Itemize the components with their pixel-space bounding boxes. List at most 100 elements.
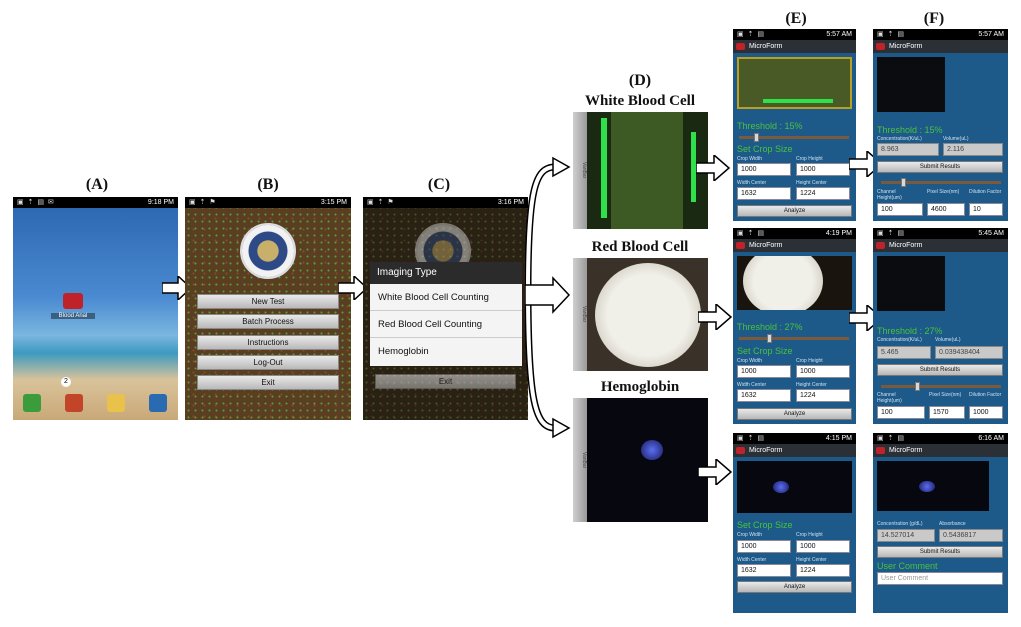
- channel-field[interactable]: 100: [877, 203, 923, 216]
- submit-results-button[interactable]: Submit Results: [877, 161, 1003, 173]
- processed-image: [877, 256, 945, 311]
- slider-knob: [767, 334, 772, 343]
- absorbance-field: 0.5436817: [939, 529, 1003, 542]
- threshold-label: Threshold : 15%: [737, 121, 803, 131]
- width-center-field[interactable]: 1632: [737, 187, 791, 200]
- option-wbc[interactable]: White Blood Cell Counting: [370, 284, 522, 311]
- wbc-crop-image: [737, 57, 852, 109]
- submit-results-button[interactable]: Submit Results: [877, 364, 1003, 376]
- logout-button[interactable]: Log-Out: [197, 355, 339, 370]
- applications-icon[interactable]: [149, 394, 167, 412]
- page-indicator: 2: [61, 377, 71, 387]
- option-rbc[interactable]: Red Blood Cell Counting: [370, 311, 522, 338]
- section-hgb: Hemoglobin: [600, 379, 680, 395]
- status-bar: ▣ ⇡ ▤5:57 AM: [733, 29, 856, 40]
- slider-knob: [901, 178, 906, 187]
- analyze-button[interactable]: Analyze: [737, 581, 852, 593]
- label-d: (D): [628, 72, 652, 89]
- option-hemoglobin[interactable]: Hemoglobin: [378, 346, 429, 357]
- wbc-image: VanBar: [573, 112, 708, 229]
- threshold-slider[interactable]: [739, 133, 849, 142]
- label-e: (E): [785, 10, 807, 27]
- crop-height-label: Crop Height: [796, 532, 823, 538]
- crop-width-label: Crop Width: [737, 532, 763, 538]
- crop-height-field[interactable]: 1000: [796, 365, 850, 378]
- label-b: (B): [257, 176, 279, 193]
- blood-app-icon[interactable]: [63, 293, 83, 309]
- pixel-field[interactable]: 1570: [929, 406, 965, 419]
- exit-button[interactable]: Exit: [375, 374, 516, 389]
- user-comment-title: User Comment: [877, 561, 938, 571]
- dialog-title: Imaging Type: [370, 262, 522, 284]
- app-icon: [736, 242, 745, 249]
- rbc-image: VanBar: [573, 258, 708, 371]
- threshold-slider[interactable]: [881, 178, 1001, 187]
- crop-width-field[interactable]: 1000: [737, 540, 791, 553]
- submit-results-button[interactable]: Submit Results: [877, 546, 1003, 558]
- width-center-field[interactable]: 1632: [737, 389, 791, 402]
- screen-a: ▣ ⇡ ▤ ✉9:18 PM Blood Anal 2: [13, 197, 178, 420]
- analyze-button[interactable]: Analyze: [737, 408, 852, 420]
- crop-height-field[interactable]: 1000: [796, 540, 850, 553]
- width-center-field[interactable]: 1632: [737, 564, 791, 577]
- volume-label: Volume(uL): [935, 337, 961, 343]
- new-test-button[interactable]: New Test: [197, 294, 339, 309]
- crop-width-field[interactable]: 1000: [737, 163, 791, 176]
- hgb-processed-image: [877, 461, 989, 511]
- channel-label: Channel Height(um): [877, 189, 902, 201]
- status-bar: ▣ ⇡ ▤5:57 AM: [873, 29, 1008, 40]
- arrow-right-icon: [696, 155, 730, 181]
- height-center-field[interactable]: 1224: [796, 389, 850, 402]
- app-title: MicroForm: [733, 444, 856, 457]
- threshold-slider[interactable]: [739, 334, 849, 343]
- status-bar: ▣ ⇡ ▤6:16 AM: [873, 433, 1008, 444]
- pixel-field[interactable]: 4600: [927, 203, 965, 216]
- width-center-label: Width Center: [737, 557, 767, 563]
- app-title: MicroForm: [733, 40, 856, 53]
- section-rbc: Red Blood Cell: [591, 239, 689, 255]
- app-title: MicroForm: [873, 239, 1008, 252]
- app-icon: [736, 447, 745, 454]
- rbc-crop-image: [737, 256, 852, 310]
- dilution-field[interactable]: 1000: [969, 406, 1003, 419]
- dilution-label: Dilution Factor: [969, 392, 1002, 398]
- screen-e1: ▣ ⇡ ▤5:57 AM MicroForm Threshold : 15% S…: [733, 29, 856, 221]
- crop-height-field[interactable]: 1000: [796, 163, 850, 176]
- app-title: MicroForm: [873, 40, 1008, 53]
- phone-icon[interactable]: [23, 394, 41, 412]
- side-tab: VanBar: [573, 258, 587, 371]
- threshold-label: Threshold : 15%: [877, 125, 943, 135]
- crop-width-label: Crop Width: [737, 156, 763, 162]
- slider-knob: [754, 133, 759, 142]
- messaging-icon[interactable]: [107, 394, 125, 412]
- screen-e3: ▣ ⇡ ▤4:15 PM MicroForm Set Crop Size Cro…: [733, 433, 856, 613]
- arrow-right-icon: [698, 459, 732, 485]
- threshold-slider[interactable]: [881, 382, 1001, 391]
- side-tab: VanBar: [573, 398, 587, 522]
- height-center-field[interactable]: 1224: [796, 564, 850, 577]
- label-c: (C): [427, 176, 451, 193]
- channel-field[interactable]: 100: [877, 406, 925, 419]
- label-a: (A): [85, 176, 109, 193]
- crop-width-field[interactable]: 1000: [737, 365, 791, 378]
- exit-button[interactable]: Exit: [197, 375, 339, 390]
- batch-process-button[interactable]: Batch Process: [197, 314, 339, 329]
- processed-image: [877, 57, 945, 112]
- screen-b: ▣ ⇡ ⚑3:15 PM New Test Batch Process Inst…: [185, 197, 351, 420]
- analyze-button[interactable]: Analyze: [737, 205, 852, 217]
- threshold-label: Threshold : 27%: [877, 326, 943, 336]
- crop-title: Set Crop Size: [737, 520, 793, 530]
- height-center-field[interactable]: 1224: [796, 187, 850, 200]
- height-center-label: Height Center: [796, 382, 827, 388]
- contacts-icon[interactable]: [65, 394, 83, 412]
- pixel-label: Pixel Size(nm): [929, 392, 962, 398]
- dilution-field[interactable]: 10: [969, 203, 1003, 216]
- app-title: MicroForm: [873, 444, 1008, 457]
- user-comment-field[interactable]: User Comment: [877, 572, 1003, 585]
- app-icon: [876, 43, 885, 50]
- conc-field: 14.527014: [877, 529, 935, 542]
- screen-f3: ▣ ⇡ ▤6:16 AM MicroForm Concentration (g/…: [873, 433, 1008, 613]
- pixel-label: Pixel Size(nm): [927, 189, 960, 195]
- instructions-button[interactable]: Instructions: [197, 335, 339, 350]
